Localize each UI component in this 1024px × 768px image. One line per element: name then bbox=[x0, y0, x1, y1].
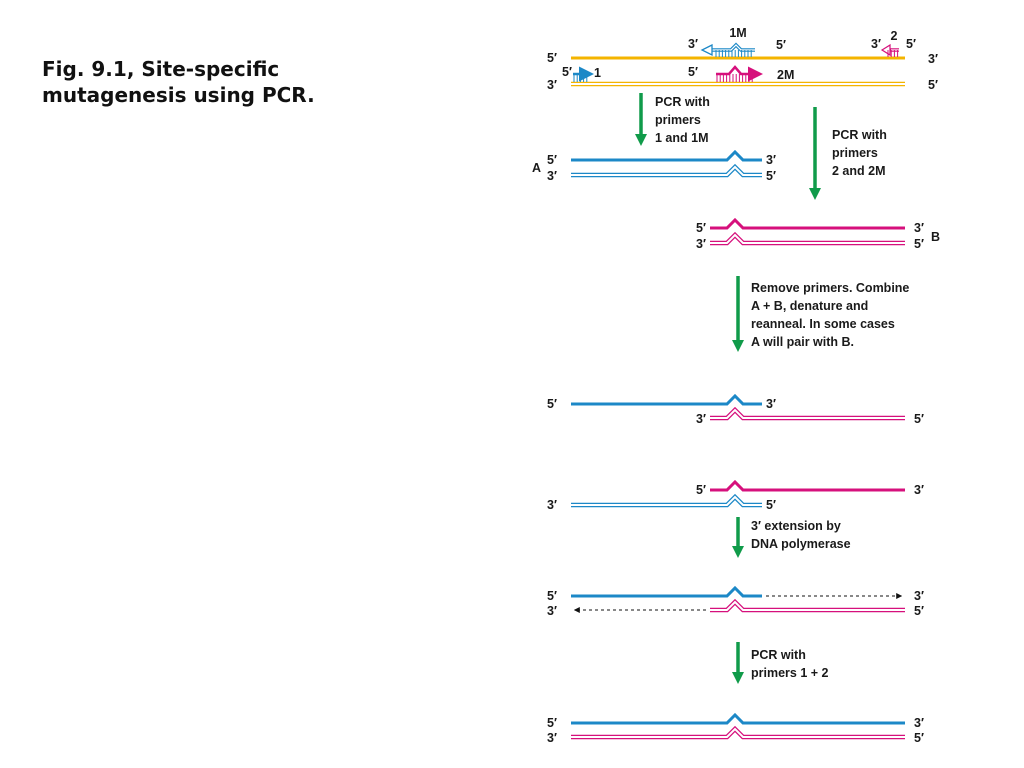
primer-2m-label: 2M bbox=[777, 68, 794, 82]
product-b-bottom-strand bbox=[710, 231, 905, 246]
primer-1m-3p-label: 3′ bbox=[688, 37, 698, 51]
primer-1m-label: 1M bbox=[729, 26, 746, 40]
hybrid-2-bottom-strand-core bbox=[571, 495, 762, 506]
hybrid-2-bottom-strand bbox=[571, 493, 762, 508]
step-pcr-2-2m-line-2: primers bbox=[832, 146, 878, 160]
primer-1m-arrowhead bbox=[700, 43, 713, 57]
extended-3p-label: 3′ bbox=[547, 604, 557, 618]
primer-1m-core bbox=[712, 44, 755, 51]
extended-5p-label: 5′ bbox=[547, 589, 557, 603]
product-b-3p-label: 3′ bbox=[696, 237, 706, 251]
final-right-3p-label: 3′ bbox=[914, 716, 924, 730]
arrow-pcr-1-2-head bbox=[732, 672, 744, 684]
primer-1-label: 1 bbox=[594, 66, 601, 80]
hybrid-2-5p-label: 5′ bbox=[696, 483, 706, 497]
primer-2-ticks bbox=[887, 50, 899, 57]
figure-caption: Fig. 9.1, Site-specific mutagenesis usin… bbox=[42, 56, 315, 108]
product-a-label: A bbox=[532, 161, 541, 175]
step-pcr-2-2m-line-1: PCR with bbox=[832, 128, 887, 142]
final-top-strand bbox=[571, 712, 905, 725]
product-a-3p-label: 3′ bbox=[547, 169, 557, 183]
final-5p-label: 5′ bbox=[547, 716, 557, 730]
step-pcr-1-2-line-1: PCR with bbox=[751, 648, 806, 662]
primer-1m-5p-label: 5′ bbox=[776, 38, 786, 52]
step-pcr-1-1m-line-2: primers bbox=[655, 113, 701, 127]
primer-2-arrowhead bbox=[880, 43, 891, 57]
final-right-5p-label: 5′ bbox=[914, 731, 924, 745]
primer-1m-ticks bbox=[715, 50, 752, 57]
primer-2-3p-label: 3′ bbox=[871, 37, 881, 51]
hybrid-1-3p-label: 3′ bbox=[766, 397, 776, 411]
hybrid-2-bottom-3p-label: 3′ bbox=[547, 498, 557, 512]
step-combine-line-2: A + B, denature and bbox=[751, 299, 868, 313]
product-b-top-strand bbox=[710, 217, 905, 230]
primer-2m-ticks bbox=[716, 74, 753, 82]
caption-line-2: mutagenesis using PCR. bbox=[42, 83, 315, 107]
final-3p-label: 3′ bbox=[547, 731, 557, 745]
primer-2m-arrow bbox=[716, 65, 763, 82]
step-combine-line-3: reanneal. In some cases bbox=[751, 317, 895, 331]
template-top-3p-label: 3′ bbox=[928, 52, 938, 66]
primer-1-ticks bbox=[573, 74, 588, 82]
primer-2-label: 2 bbox=[891, 29, 898, 43]
template-bottom-5p-label: 5′ bbox=[928, 78, 938, 92]
arrow-combine-head bbox=[732, 340, 744, 352]
primer-2-5p-label: 5′ bbox=[906, 37, 916, 51]
product-a-bottom-strand bbox=[571, 163, 762, 178]
arrow-pcr-2-2m-head bbox=[809, 188, 821, 200]
template-bottom-3p-label: 3′ bbox=[547, 78, 557, 92]
arrow-extension-head bbox=[732, 546, 744, 558]
extended-bottom-strand-core bbox=[710, 600, 905, 611]
primer-2m-5p-label: 5′ bbox=[688, 65, 698, 79]
hybrid-1-top-strand bbox=[571, 393, 762, 406]
step-pcr-2-2m-line-3: 2 and 2M bbox=[832, 164, 886, 178]
product-a-5p-label: 5′ bbox=[547, 153, 557, 167]
caption-line-1: Fig. 9.1, Site-specific bbox=[42, 57, 280, 81]
product-a-bottom-strand-core bbox=[571, 165, 762, 176]
step-combine-line-1: Remove primers. Combine bbox=[751, 281, 909, 295]
hybrid-1-bottom-3p-label: 3′ bbox=[696, 412, 706, 426]
step-pcr-1-2-line-2: primers 1 + 2 bbox=[751, 666, 829, 680]
hybrid-1-bottom-strand bbox=[710, 406, 905, 421]
final-bottom-strand-core bbox=[571, 727, 905, 738]
step-pcr-1-1m-line-1: PCR with bbox=[655, 95, 710, 109]
step-extension-line-2: DNA polymerase bbox=[751, 537, 851, 551]
hybrid-1-bottom-5p-label: 5′ bbox=[914, 412, 924, 426]
step-combine-line-4: A will pair with B. bbox=[751, 335, 854, 349]
arrow-pcr-1-1m-head bbox=[635, 134, 647, 146]
extended-top-strand bbox=[571, 585, 762, 598]
product-a-top-strand bbox=[571, 149, 762, 162]
template-top-5p-label: 5′ bbox=[547, 51, 557, 65]
extended-bottom-strand bbox=[710, 598, 905, 613]
extended-right-3p-label: 3′ bbox=[914, 589, 924, 603]
product-b-right-5p-label: 5′ bbox=[914, 237, 924, 251]
hybrid-1-bottom-strand-core bbox=[710, 408, 905, 419]
final-bottom-strand bbox=[571, 725, 905, 740]
hybrid-2-top-strand bbox=[710, 479, 905, 492]
hybrid-1-5p-label: 5′ bbox=[547, 397, 557, 411]
product-b-bottom-strand-core bbox=[710, 233, 905, 244]
product-a-right-3p-label: 3′ bbox=[766, 153, 776, 167]
step-pcr-1-1m-line-3: 1 and 1M bbox=[655, 131, 709, 145]
product-b-label: B bbox=[931, 230, 940, 244]
product-b-right-3p-label: 3′ bbox=[914, 221, 924, 235]
step-extension-line-1: 3′ extension by bbox=[751, 519, 841, 533]
product-b-5p-label: 5′ bbox=[696, 221, 706, 235]
hybrid-2-bottom-5p-label: 5′ bbox=[766, 498, 776, 512]
extended-right-5p-label: 5′ bbox=[914, 604, 924, 618]
hybrid-2-3p-label: 3′ bbox=[914, 483, 924, 497]
primer-1-5p-label: 5′ bbox=[562, 65, 572, 79]
product-a-right-5p-label: 5′ bbox=[766, 169, 776, 183]
